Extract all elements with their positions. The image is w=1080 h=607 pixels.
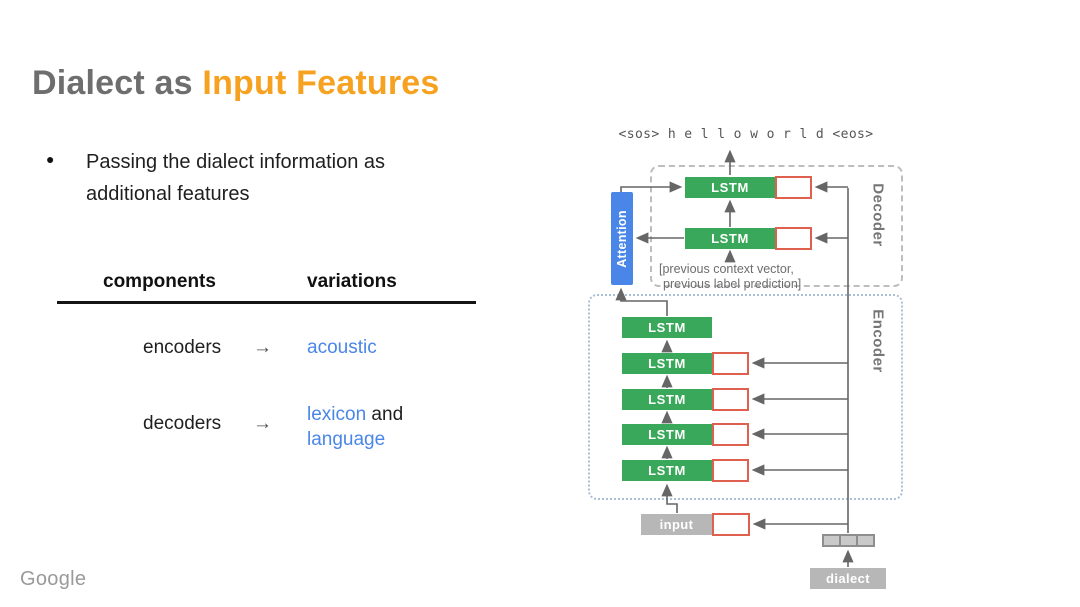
encoder-state-cell-4 [712,423,749,446]
attention-label: Attention [615,209,629,268]
table-rule [57,301,476,304]
encoder-state-cell-5 [712,459,749,482]
bullet-text: Passing the dialect information as addit… [86,151,386,205]
decoder-label: Decoder [869,183,887,247]
encoder-label: Encoder [869,309,887,373]
table-row1-component: encoders [143,337,222,358]
attention-box: Attention [611,192,633,285]
encoder-lstm-2: LSTM [622,353,712,374]
encoder-state-cell-3 [712,388,749,411]
title-gray-part: Dialect as [32,64,203,102]
decoder-group-box [650,165,903,287]
input-state-cell [712,513,750,536]
onehot-cell-3 [856,534,875,547]
google-logo: Google [20,568,87,590]
encoder-state-cell-2 [712,352,749,375]
input-box: input [641,514,712,535]
caption-line1: [previous context vector, [659,262,794,276]
table-header-variations: variations [307,271,397,292]
output-sequence-text: <sos> h e l l o w o r l d <eos> [618,127,874,142]
table-row2-component: decoders [143,413,222,434]
encoder-lstm-5: LSTM [622,460,712,481]
encoder-lstm-4: LSTM [622,424,712,445]
table-row2-arrow-icon: → [253,413,272,434]
variation-lexicon: lexicon [307,404,367,425]
decoder-state-cell-1 [775,176,812,199]
dialect-onehot-vector [822,534,875,547]
encoder-lstm-3: LSTM [622,389,712,410]
decoder-lstm-2: LSTM [685,228,775,249]
table-row2-variation: lexicon and language [307,402,403,452]
variation-language: language [307,429,386,450]
bullet-item: ● Passing the dialect information as add… [46,146,416,210]
page-title: Dialect as Input Features [32,64,439,103]
bullet-marker: ● [46,151,55,167]
decoder-state-cell-2 [775,227,812,250]
encoder-group-box [588,294,903,500]
caption-line2: previous label prediction] [663,277,802,291]
table-header-components: components [103,271,216,292]
variation-and: and [366,404,404,425]
encoder-lstm-1: LSTM [622,317,712,338]
decoder-lstm-1: LSTM [685,177,775,198]
table-row1-arrow-icon: → [253,337,272,358]
title-orange-part: Input Features [202,64,440,102]
dialect-box: dialect [810,568,886,589]
table-row1-variation: acoustic [307,337,377,358]
decoder-caption: [previous context vector,previous label … [659,262,801,292]
